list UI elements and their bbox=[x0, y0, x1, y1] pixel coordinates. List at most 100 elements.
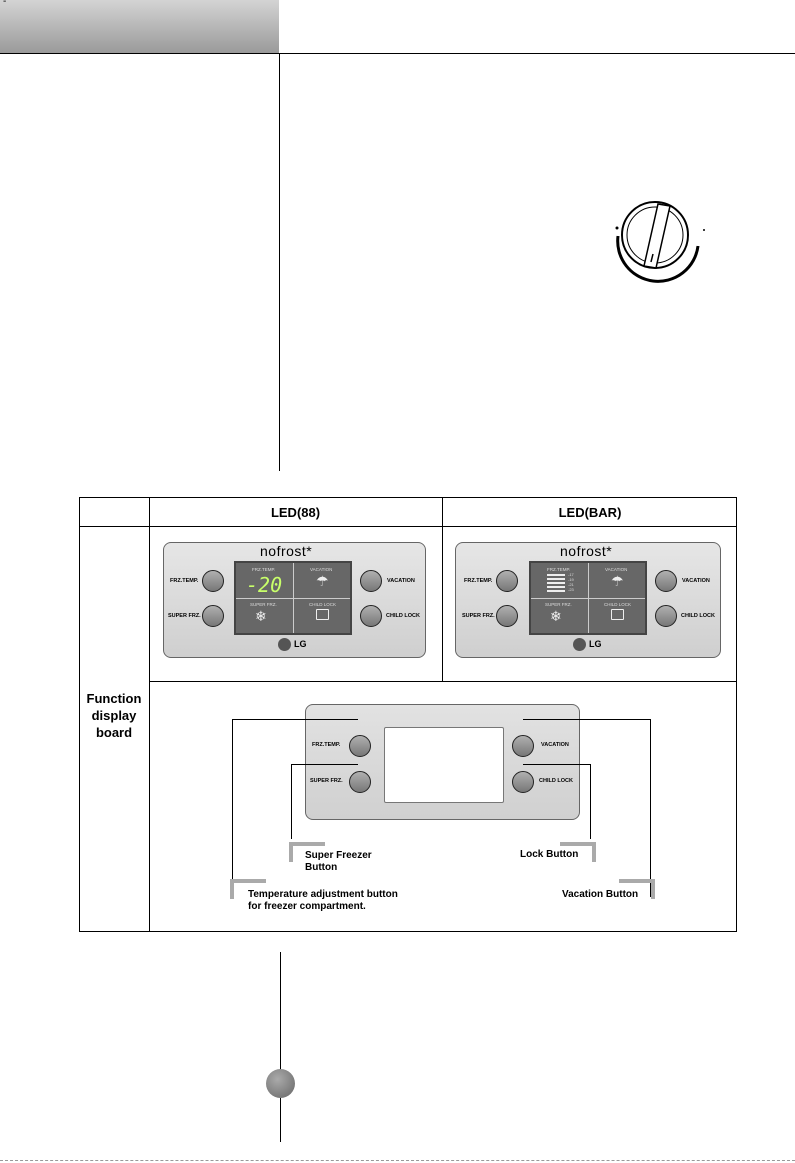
callout-vacation: Vacation Button bbox=[562, 889, 639, 900]
bar-level-label: -17 bbox=[568, 572, 574, 577]
snowflake-icon: ❄ bbox=[255, 608, 267, 624]
table-col-rule-2 bbox=[442, 497, 443, 681]
bar-levels: -17 -19 -21 -23 bbox=[568, 572, 574, 592]
lg-logo-icon bbox=[278, 638, 291, 651]
leader-vacation-v bbox=[650, 719, 651, 897]
column-divider-top bbox=[279, 53, 280, 471]
callout-line: Button bbox=[305, 862, 338, 873]
header-led88: LED(88) bbox=[270, 505, 321, 520]
display-caption: VACATION bbox=[605, 567, 628, 572]
led-readout: -20 bbox=[246, 573, 283, 597]
column-divider-bottom bbox=[280, 952, 281, 1142]
vacation-button[interactable] bbox=[512, 735, 534, 757]
super-frz-button[interactable] bbox=[496, 605, 518, 627]
callout-super-freezer: Super Freezer Button bbox=[305, 850, 372, 874]
blank-display bbox=[384, 727, 504, 803]
super-frz-label: SUPER FRZ. bbox=[168, 613, 201, 619]
leader-super-h bbox=[291, 764, 358, 765]
lg-logo-icon bbox=[573, 638, 586, 651]
bar-level-label: -23 bbox=[568, 587, 574, 592]
umbrella-icon: ☂ bbox=[611, 573, 624, 589]
display-window: FRZ.TEMP. -17 -19 -21 -23 VACATION ☂ SUP… bbox=[529, 561, 647, 635]
display-caption: CHILD LOCK bbox=[604, 602, 632, 607]
callout-line: Super Freezer bbox=[305, 850, 372, 861]
corner-mark: - bbox=[3, 0, 7, 7]
bar-level-label: -21 bbox=[568, 582, 574, 587]
bracket bbox=[289, 842, 325, 846]
bracket bbox=[289, 842, 293, 862]
display-window: FRZ.TEMP. -20 VACATION ☂ SUPER FRZ. ❄ CH… bbox=[234, 561, 352, 635]
page-marker-dot bbox=[266, 1069, 295, 1098]
panel-diagram: FRZ.TEMP. SUPER FRZ. VACATION CHILD LOCK bbox=[305, 704, 580, 820]
display-divider-h bbox=[531, 598, 645, 599]
frz-temp-button[interactable] bbox=[349, 735, 371, 757]
vacation-button[interactable] bbox=[360, 570, 382, 592]
table-inner-rule bbox=[149, 681, 737, 682]
child-lock-label: CHILD LOCK bbox=[681, 613, 715, 619]
bar-graph bbox=[547, 574, 565, 592]
header-rule bbox=[0, 53, 795, 54]
child-lock-label: CHILD LOCK bbox=[386, 613, 420, 619]
child-lock-button[interactable] bbox=[360, 605, 382, 627]
bracket bbox=[230, 879, 234, 899]
brand-logo: nofrost* bbox=[560, 543, 613, 559]
header-block bbox=[0, 0, 279, 53]
super-frz-button[interactable] bbox=[202, 605, 224, 627]
vacation-label: VACATION bbox=[387, 578, 415, 584]
frz-temp-button[interactable] bbox=[202, 570, 224, 592]
display-caption: SUPER FRZ. bbox=[545, 602, 572, 607]
display-caption: CHILD LOCK bbox=[309, 602, 337, 607]
super-frz-label: SUPER FRZ. bbox=[462, 613, 495, 619]
bracket bbox=[560, 842, 596, 846]
umbrella-icon: ☂ bbox=[316, 573, 329, 589]
display-divider-h bbox=[236, 598, 350, 599]
leader-lock-v bbox=[590, 764, 591, 839]
snowflake-icon: ❄ bbox=[550, 608, 562, 624]
display-caption: FRZ.TEMP. bbox=[547, 567, 571, 572]
bottom-rule bbox=[0, 1160, 795, 1162]
temperature-dial bbox=[615, 201, 705, 283]
table-col-rule-1 bbox=[149, 497, 150, 932]
frz-temp-label: FRZ.TEMP. bbox=[464, 578, 493, 584]
leader-temp-h bbox=[232, 719, 358, 720]
bracket bbox=[651, 879, 655, 899]
row-label: Function display board bbox=[79, 690, 149, 741]
frz-temp-label: FRZ.TEMP. bbox=[170, 578, 199, 584]
frz-temp-button[interactable] bbox=[496, 570, 518, 592]
panel-ledbar: nofrost* FRZ.TEMP. SUPER FRZ. FRZ.TEMP. … bbox=[455, 542, 721, 658]
child-lock-label: CHILD LOCK bbox=[539, 778, 573, 784]
super-frz-button[interactable] bbox=[349, 771, 371, 793]
bar-level-label: -19 bbox=[568, 577, 574, 582]
leader-vacation-h bbox=[523, 719, 651, 720]
child-lock-button[interactable] bbox=[655, 605, 677, 627]
leader-temp-v bbox=[232, 719, 233, 897]
vacation-button[interactable] bbox=[655, 570, 677, 592]
display-caption: SUPER FRZ. bbox=[250, 602, 277, 607]
leader-lock-h bbox=[523, 764, 591, 765]
lock-icon bbox=[611, 609, 624, 620]
row-label-line: board bbox=[95, 725, 133, 740]
bracket bbox=[619, 879, 655, 883]
vacation-label: VACATION bbox=[682, 578, 710, 584]
function-table bbox=[79, 497, 737, 932]
vacation-label: VACATION bbox=[541, 742, 569, 748]
child-lock-button[interactable] bbox=[512, 771, 534, 793]
lg-logo-text: LG bbox=[294, 639, 307, 649]
lock-icon bbox=[316, 609, 329, 620]
row-label-line: display bbox=[91, 708, 137, 723]
callout-temp-adjust: Temperature adjustment button for freeze… bbox=[248, 889, 398, 913]
callout-line: Temperature adjustment button bbox=[248, 889, 398, 900]
leader-super-v bbox=[291, 764, 292, 839]
display-caption: VACATION bbox=[310, 567, 333, 572]
frz-temp-label: FRZ.TEMP. bbox=[312, 742, 341, 748]
lg-logo-text: LG bbox=[589, 639, 602, 649]
callout-lock: Lock Button bbox=[520, 849, 579, 860]
table-header-rule bbox=[79, 526, 737, 527]
callout-line: for freezer compartment. bbox=[248, 901, 366, 912]
panel-led88: nofrost* FRZ.TEMP. SUPER FRZ. FRZ.TEMP. … bbox=[163, 542, 426, 658]
bracket bbox=[230, 879, 266, 883]
super-frz-label: SUPER FRZ. bbox=[310, 778, 343, 784]
bracket bbox=[592, 842, 596, 862]
row-label-line: Function bbox=[86, 691, 142, 706]
brand-logo: nofrost* bbox=[260, 543, 313, 559]
